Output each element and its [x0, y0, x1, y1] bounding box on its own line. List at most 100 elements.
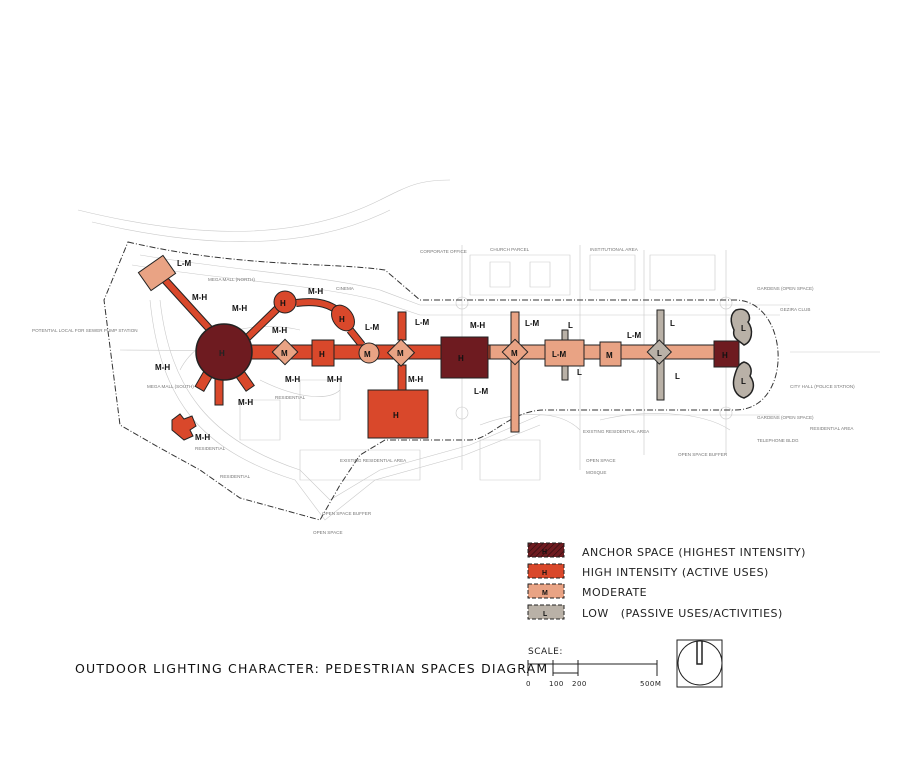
svg-text:M-H: M-H — [308, 287, 323, 296]
svg-text:L: L — [568, 321, 573, 330]
svg-text:MEGA MALL (NORTH): MEGA MALL (NORTH) — [208, 277, 255, 282]
svg-text:INSTITUTIONAL AREA: INSTITUTIONAL AREA — [590, 247, 639, 252]
north-arrow-icon — [676, 639, 723, 688]
node-m-circle — [358, 342, 380, 364]
svg-text:M-H: M-H — [232, 304, 247, 313]
svg-text:OPEN SPACE BUFFER: OPEN SPACE BUFFER — [322, 511, 372, 516]
node-l-blob-south — [732, 361, 755, 399]
svg-text:M-H: M-H — [470, 321, 485, 330]
svg-text:POTENTIAL LOCAL FOR SEWER PUMP: POTENTIAL LOCAL FOR SEWER PUMP STATION — [32, 328, 138, 333]
svg-text:OPEN SPACE BUFFER: OPEN SPACE BUFFER — [678, 452, 728, 457]
svg-text:MODERATE: MODERATE — [582, 586, 647, 599]
svg-text:OPEN SPACE: OPEN SPACE — [586, 458, 616, 463]
legend: H H M L ANCHOR SPACE (HIGHEST INTENSITY)… — [527, 542, 806, 620]
svg-text:HIGH INTENSITY (ACTIVE USES): HIGH INTENSITY (ACTIVE USES) — [582, 566, 769, 579]
node-l-blob-north — [730, 308, 753, 346]
svg-text:M: M — [364, 350, 371, 359]
svg-text:LOW (PASSIVE USES/ACTIVITIES: LOW (PASSIVE USES/ACTIVITIES) — [582, 607, 783, 620]
svg-text:L: L — [657, 349, 662, 358]
pedestrian-nodes — [137, 254, 755, 441]
svg-text:M-H: M-H — [272, 326, 287, 335]
svg-text:EXISTING RESIDENTIAL AREA: EXISTING RESIDENTIAL AREA — [583, 429, 650, 434]
svg-text:GARDENS (OPEN SPACE): GARDENS (OPEN SPACE) — [757, 415, 814, 420]
svg-text:100: 100 — [549, 680, 564, 688]
svg-text:L: L — [577, 368, 582, 377]
svg-text:SCALE:: SCALE: — [528, 647, 563, 657]
svg-text:MOSQUE: MOSQUE — [586, 470, 606, 475]
svg-text:H: H — [542, 549, 547, 556]
node-m-diamond-2 — [386, 338, 416, 367]
node-m-diamond-1 — [271, 338, 299, 366]
svg-text:M-H: M-H — [408, 375, 423, 384]
legend-swatch-anchor — [527, 542, 565, 558]
svg-text:RESIDENTIAL AREA: RESIDENTIAL AREA — [810, 426, 854, 431]
svg-text:EXISTING RESIDENTIAL AREA: EXISTING RESIDENTIAL AREA — [340, 458, 407, 463]
svg-text:H: H — [219, 349, 225, 358]
svg-text:CITY HALL (POLICE STATION): CITY HALL (POLICE STATION) — [790, 384, 855, 389]
svg-text:GEZIRA CLUB: GEZIRA CLUB — [780, 307, 810, 312]
node-h-rect — [311, 339, 335, 367]
svg-text:H: H — [458, 354, 464, 363]
svg-text:M-H: M-H — [195, 433, 210, 442]
legend-swatch-low — [527, 604, 565, 620]
svg-text:H: H — [393, 411, 399, 420]
anchor-node-central — [440, 336, 489, 379]
svg-text:RESIDENTIAL: RESIDENTIAL — [220, 474, 251, 479]
svg-text:L: L — [543, 611, 548, 618]
svg-text:L-M: L-M — [365, 323, 380, 332]
svg-text:L-M: L-M — [525, 319, 540, 328]
svg-text:M: M — [281, 349, 288, 358]
svg-text:H: H — [722, 351, 728, 360]
svg-text:L: L — [741, 324, 746, 333]
svg-text:M: M — [606, 351, 613, 360]
site-labels: CORPORATE OFFICE CHURCH PARCEL INSTITUTI… — [32, 247, 855, 535]
svg-text:L-M: L-M — [627, 331, 642, 340]
svg-text:M: M — [511, 349, 518, 358]
svg-text:M-H: M-H — [155, 363, 170, 372]
svg-text:M-H: M-H — [238, 398, 253, 407]
anchor-node-east — [713, 340, 740, 368]
anchor-node-mega-mall — [195, 323, 253, 381]
svg-text:TELEPHONE BLDG: TELEPHONE BLDG — [757, 438, 799, 443]
svg-text:M: M — [397, 349, 404, 358]
svg-text:M-H: M-H — [327, 375, 342, 384]
node-l-m-northwest — [137, 254, 177, 292]
svg-text:L-M: L-M — [415, 318, 430, 327]
svg-text:H: H — [280, 299, 286, 308]
svg-text:H: H — [542, 570, 547, 577]
svg-text:H: H — [319, 350, 325, 359]
svg-text:M-H: M-H — [285, 375, 300, 384]
svg-text:CORPORATE OFFICE: CORPORATE OFFICE — [420, 249, 467, 254]
node-m-diamond-3 — [501, 338, 529, 366]
svg-text:L: L — [670, 319, 675, 328]
node-h-ellipse — [331, 304, 355, 332]
svg-text:M-H: M-H — [192, 293, 207, 302]
legend-swatch-moderate — [527, 583, 565, 599]
node-m-h-southwest — [171, 413, 197, 441]
svg-text:L-M: L-M — [474, 387, 489, 396]
node-h-plaza — [367, 389, 429, 439]
site-boundary — [103, 241, 779, 521]
svg-text:RESIDENTIAL: RESIDENTIAL — [195, 446, 226, 451]
node-codes: H H H H H H H M M M M M L-M L L L L-M M-… — [155, 259, 746, 442]
svg-text:200: 200 — [572, 680, 587, 688]
svg-text:CHURCH PARCEL: CHURCH PARCEL — [490, 247, 530, 252]
node-l-diamond — [646, 339, 673, 365]
node-l-m-rect — [544, 339, 585, 367]
node-h-circle — [273, 290, 297, 314]
diagram-title: OUTDOOR LIGHTING CHARACTER: PEDESTRIAN S… — [75, 661, 548, 676]
node-m-rect — [599, 341, 622, 367]
svg-text:L-M: L-M — [177, 259, 192, 268]
legend-swatch-high — [527, 563, 565, 579]
svg-text:M: M — [542, 590, 548, 597]
svg-text:L: L — [741, 377, 746, 386]
svg-text:ANCHOR SPACE (HIGHEST INTENSIT: ANCHOR SPACE (HIGHEST INTENSITY) — [582, 546, 806, 559]
svg-text:0: 0 — [526, 680, 531, 688]
svg-text:CINEMA: CINEMA — [336, 286, 355, 291]
svg-text:MEGA MALL (SOUTH): MEGA MALL (SOUTH) — [147, 384, 194, 389]
svg-text:500M: 500M — [640, 680, 661, 688]
svg-text:H: H — [339, 315, 345, 324]
svg-text:RESIDENTIAL: RESIDENTIAL — [275, 395, 306, 400]
svg-text:GARDENS (OPEN SPACE): GARDENS (OPEN SPACE) — [757, 286, 814, 291]
